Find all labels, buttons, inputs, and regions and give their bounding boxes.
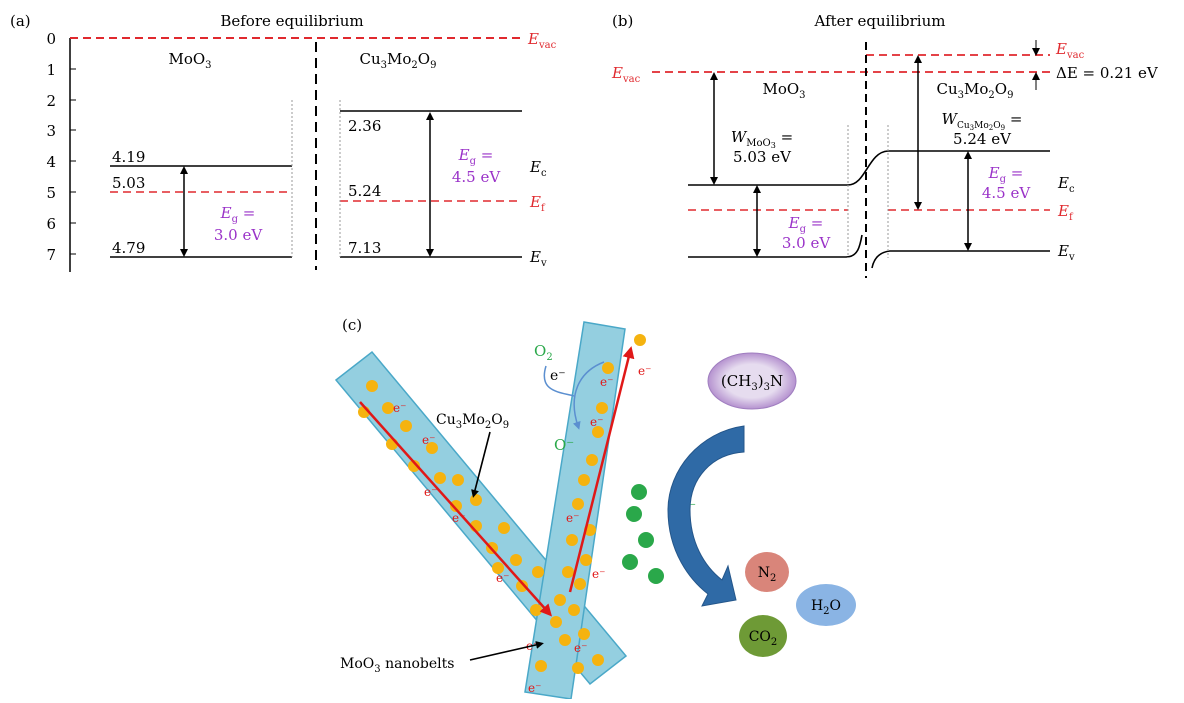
moo3-valence-band-b <box>688 234 863 258</box>
e-v-label-b: Ev <box>1057 242 1075 263</box>
h2o-molecule <box>796 584 856 626</box>
panel-b-label: (b) <box>612 12 633 30</box>
electron-label-reaction: e⁻ <box>550 368 566 384</box>
e-f-label: Ef <box>529 193 546 214</box>
moo3-gap-label: Eg = <box>220 204 256 225</box>
co2-label: CO2 <box>749 629 778 648</box>
svg-text:e⁻: e⁻ <box>424 485 437 499</box>
e-c-label: Ec <box>529 158 547 179</box>
delta-e-label: ΔE = 0.21 eV <box>1056 64 1159 82</box>
moo3-label: MoO3 <box>168 50 211 71</box>
e-v-label: Ev <box>529 248 547 269</box>
svg-text:e⁻: e⁻ <box>422 433 435 447</box>
panel-c-label: (c) <box>342 316 362 334</box>
tick-label: 0 <box>46 30 56 48</box>
moo3-gap-label-b: Eg = <box>788 214 824 235</box>
e-f-label-b: Ef <box>1057 202 1074 223</box>
panel-a-title: Before equilibrium <box>220 12 363 30</box>
tick-label: 4 <box>46 153 56 171</box>
axis-ticks: 0 1 2 3 4 5 6 7 <box>46 30 76 264</box>
svg-text:e⁻: e⁻ <box>528 681 541 695</box>
cu-gap-value-b: 4.5 eV <box>982 184 1032 202</box>
e-vac-left-label: Evac <box>611 64 641 85</box>
svg-text:e⁻: e⁻ <box>590 415 603 429</box>
w-cu-label: WCu3Mo2O9 = <box>942 110 1023 132</box>
svg-text:e⁻: e⁻ <box>600 375 613 389</box>
n2-molecule <box>745 552 789 592</box>
electron-flow-arrow-right <box>568 346 635 593</box>
e-vac-label: Evac <box>527 30 557 51</box>
o2-reaction-arrow <box>543 365 575 397</box>
tick-label: 5 <box>46 184 56 202</box>
panel-b-title: After equilibrium <box>814 12 946 30</box>
e-vac-right-label: Evac <box>1055 40 1085 61</box>
cu-valence-band-b <box>871 250 1050 269</box>
tick-label: 1 <box>46 61 56 79</box>
svg-text:e⁻: e⁻ <box>574 641 587 655</box>
moo3-ec-value: 4.19 <box>112 148 145 166</box>
electron-flow-arrow-left <box>359 401 553 617</box>
carrier-dots <box>358 334 646 674</box>
electron-transfer-arrow <box>572 361 605 430</box>
tick-label: 3 <box>46 122 56 140</box>
cu3mo2o9-label: Cu3Mo2O9 <box>360 50 437 71</box>
cu3mo2o9-label-b: Cu3Mo2O9 <box>937 80 1014 101</box>
svg-text:e⁻: e⁻ <box>393 401 406 415</box>
moo3-conduction-band-b <box>688 150 1050 186</box>
w-moo3-label: WMoO3 = <box>731 128 793 150</box>
svg-text:e⁻: e⁻ <box>592 567 605 581</box>
o-minus-label: O⁻ <box>554 436 574 454</box>
moo3-nanobelts-label: MoO3 nanobelts <box>340 656 454 675</box>
cu3mo2o9-pointer <box>471 431 491 498</box>
panel-c: (c) e⁻ e⁻ e⁻ e <box>334 316 856 700</box>
moo3-gap-value: 3.0 eV <box>214 226 264 244</box>
electron-labels: e⁻ e⁻ e⁻ e⁻ e⁻ e⁻ e⁻ e⁻ e⁻ e⁻ e⁻ e⁻ e⁻ <box>393 364 651 695</box>
svg-text:e⁻: e⁻ <box>638 364 651 378</box>
tma-molecule <box>707 352 797 410</box>
moo3-nanobelts-pointer <box>469 640 544 661</box>
o2-label: O2 <box>534 342 553 363</box>
e-c-label-b: Ec <box>1057 174 1075 195</box>
reaction-arrow <box>667 425 745 607</box>
cu-gap-label-b: Eg = <box>988 164 1024 185</box>
moo3-ev-value: 4.79 <box>112 239 145 257</box>
panel-b: (b) After equilibrium Evac Evac ΔE = 0.2… <box>611 12 1159 278</box>
panel-a-label: (a) <box>10 12 31 30</box>
cu-gap-value: 4.5 eV <box>452 168 502 186</box>
cu-ec-value: 2.36 <box>348 117 381 135</box>
moo3-ef-value: 5.03 <box>112 174 145 192</box>
svg-text:e⁻: e⁻ <box>496 571 509 585</box>
cu-ef-value: 5.24 <box>348 182 381 200</box>
moo3-gap-value-b: 3.0 eV <box>782 234 832 252</box>
panel-a: (a) Before equilibrium 0 1 2 3 4 5 6 7 E… <box>10 12 557 272</box>
cu3mo2o9-label-c: Cu3Mo2O9 <box>436 412 509 431</box>
svg-text:e⁻: e⁻ <box>452 511 465 525</box>
w-moo3-value: 5.03 eV <box>733 148 792 166</box>
cu-gap-label: Eg = <box>458 146 494 167</box>
cu-ev-value: 7.13 <box>348 239 381 257</box>
tma-label: (CH3)3N <box>721 372 783 393</box>
tick-label: 2 <box>46 92 56 110</box>
moo3-label-b: MoO3 <box>762 80 805 101</box>
n2-label: N2 <box>758 565 777 584</box>
tick-label: 7 <box>46 246 56 264</box>
tick-label: 6 <box>46 215 56 233</box>
h2o-label: H2O <box>811 598 841 617</box>
oxygen-ion-particles <box>622 484 664 584</box>
co2-molecule <box>739 615 787 657</box>
svg-text:e⁻: e⁻ <box>566 511 579 525</box>
w-cu-value: 5.24 eV <box>953 130 1012 148</box>
